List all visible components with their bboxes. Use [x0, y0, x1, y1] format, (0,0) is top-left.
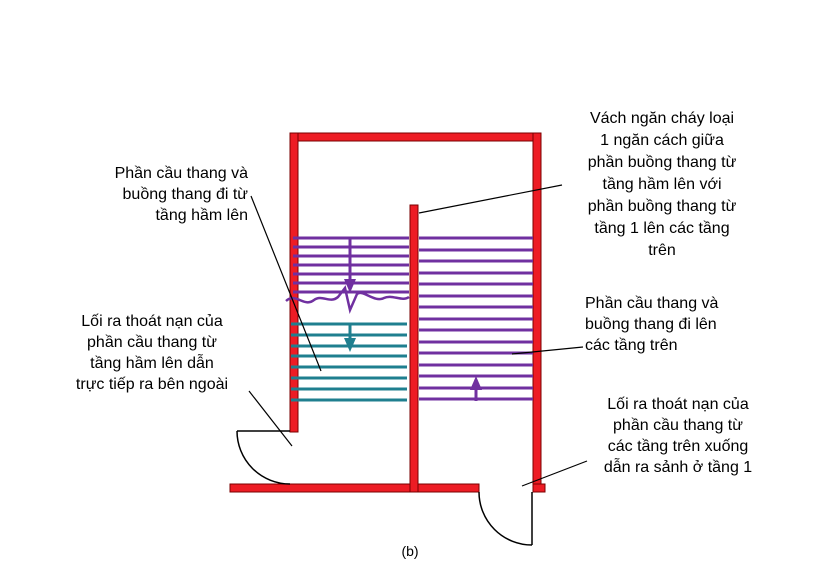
wall-bottom	[229, 483, 480, 493]
leader-basement-exit	[248, 390, 293, 447]
upper-stair-treads-right	[419, 236, 533, 401]
walls	[229, 132, 546, 493]
label-upper-exit: Lối ra thoát nạn của phần cầu thang từ c…	[603, 396, 753, 476]
wall-bottom-right-stub	[532, 483, 546, 493]
up-arrow-upper-right	[470, 376, 482, 401]
door-bottom-left	[236, 430, 291, 485]
down-arrow-basement	[344, 323, 356, 352]
leader-fire-partition	[418, 184, 563, 214]
wall-top	[289, 132, 542, 142]
break-line	[285, 285, 410, 314]
down-arrow-upper-left	[344, 239, 356, 293]
label-basement-exit: Lối ra thoát nạn của phần cầu thang từ t…	[75, 313, 229, 393]
fire-partition-wall	[409, 204, 419, 493]
label-fire-partition: Vách ngăn cháy loại 1 ngăn cách giữa phầ…	[587, 110, 737, 257]
door-arc-right	[478, 491, 533, 546]
figure-caption: (b)	[401, 543, 419, 559]
leader-lines	[248, 184, 588, 487]
leader-upper-stair	[511, 346, 584, 355]
label-basement-stair: Phần cầu thang và buồng thang đi từ tầng…	[114, 165, 248, 224]
leader-basement-stair	[250, 195, 322, 372]
door-arc-left	[236, 430, 291, 485]
label-upper-stair: Phần cầu thang và buồng thang đi lên các…	[585, 295, 719, 354]
door-bottom-right	[478, 491, 533, 546]
leader-upper-exit	[521, 460, 588, 487]
wall-right	[532, 132, 542, 485]
